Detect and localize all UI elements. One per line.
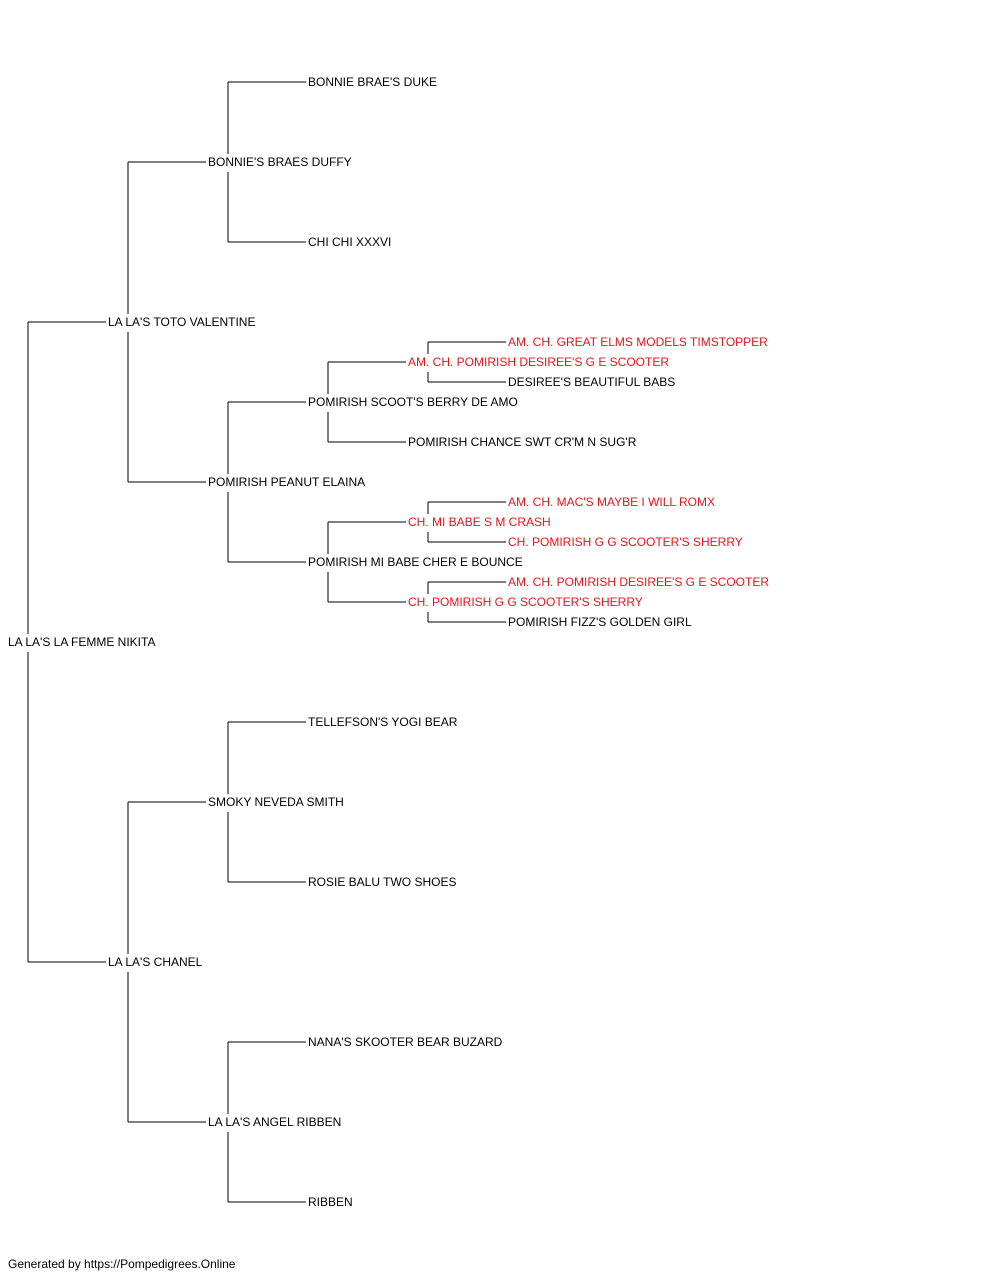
dog-name: BONNIE BRAE'S DUKE [308, 75, 437, 89]
dog-name: LA LA'S ANGEL RIBBEN [208, 1115, 341, 1129]
dog-name: LA LA'S LA FEMME NIKITA [8, 635, 155, 649]
dog-name: BONNIE'S BRAES DUFFY [208, 155, 352, 169]
dog-name: ROSIE BALU TWO SHOES [308, 875, 456, 889]
dog-name: POMIRISH SCOOT'S BERRY DE AMO [308, 395, 518, 409]
dog-name: LA LA'S CHANEL [108, 955, 203, 969]
champion-dog-name: AM. CH. MAC'S MAYBE I WILL ROMX [508, 495, 715, 509]
champion-dog-name: CH. POMIRISH G G SCOOTER'S SHERRY [508, 535, 743, 549]
dog-name: DESIREE'S BEAUTIFUL BABS [508, 375, 675, 389]
dog-name: POMIRISH PEANUT ELAINA [208, 475, 365, 489]
dog-name: RIBBEN [308, 1195, 353, 1209]
dog-name: CHI CHI XXXVI [308, 235, 391, 249]
dog-name: LA LA'S TOTO VALENTINE [108, 315, 255, 329]
champion-dog-name: CH. MI BABE S M CRASH [408, 515, 551, 529]
dog-name: TELLEFSON'S YOGI BEAR [308, 715, 458, 729]
dog-name: NANA'S SKOOTER BEAR BUZARD [308, 1035, 503, 1049]
champion-dog-name: CH. POMIRISH G G SCOOTER'S SHERRY [408, 595, 643, 609]
champion-dog-name: AM. CH. POMIRISH DESIREE'S G E SCOOTER [508, 575, 769, 589]
dog-name: POMIRISH CHANCE SWT CR'M N SUG'R [408, 435, 637, 449]
dog-name: POMIRISH FIZZ'S GOLDEN GIRL [508, 615, 692, 629]
champion-dog-name: AM. CH. POMIRISH DESIREE'S G E SCOOTER [408, 355, 669, 369]
footer-credit: Generated by https://Pompedigrees.Online [8, 1257, 236, 1271]
dog-name: POMIRISH MI BABE CHER E BOUNCE [308, 555, 523, 569]
champion-dog-name: AM. CH. GREAT ELMS MODELS TIMSTOPPER [508, 335, 768, 349]
dog-name: SMOKY NEVEDA SMITH [208, 795, 344, 809]
